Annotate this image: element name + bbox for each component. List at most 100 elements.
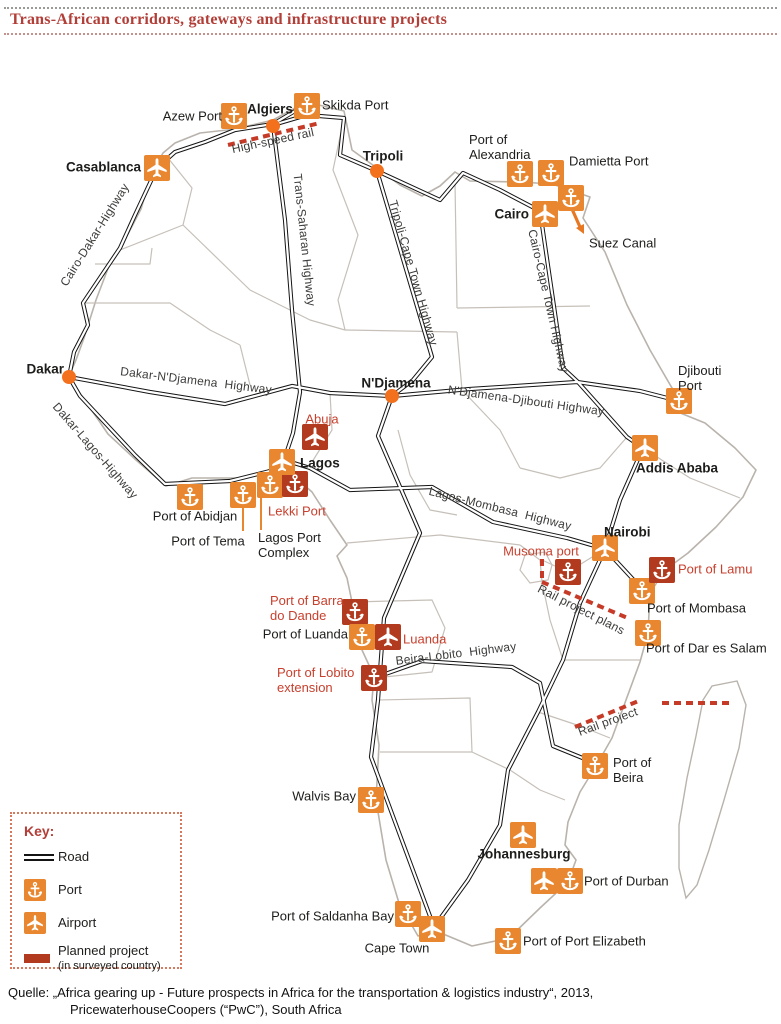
walvis-bay-label: Walvis Bay	[292, 788, 356, 804]
country-border	[397, 429, 458, 516]
airport-icon	[24, 912, 58, 934]
cairo-label: Cairo	[494, 206, 529, 222]
trans-saharan-road-inner	[271, 124, 302, 461]
abuja-airport-airport-icon	[302, 424, 328, 450]
durban-airport-airport-icon	[531, 868, 557, 894]
port-of-durban-label: Port of Durban	[584, 873, 669, 889]
luanda-airport-airport-icon	[375, 624, 401, 650]
johannesburg-airport-airport-icon	[510, 822, 536, 848]
suez-canal-arrow	[570, 208, 582, 228]
azew-port-port-icon	[221, 103, 247, 129]
country-border	[311, 392, 333, 463]
port-of-saldanha-bay-port-icon	[395, 901, 421, 927]
key-row-planned: Planned project (in surveyed country)	[24, 944, 180, 973]
skikda-port-port-icon	[294, 93, 320, 119]
port-of-beira-port-icon	[582, 753, 608, 779]
port-of-port-elizabeth-port-icon	[495, 928, 521, 954]
rail-project-plans-line	[541, 580, 631, 621]
port-of-mombasa-label: Port of Mombasa	[647, 600, 746, 616]
lagos-airport-airport-icon	[269, 449, 295, 475]
port-of-dar-es-salam-port-icon	[635, 620, 661, 646]
johannesburg-label: Johannesburg	[477, 846, 571, 862]
cairo-addis-nairobi-road-inner	[538, 210, 645, 550]
suez-port-port-icon	[558, 185, 584, 211]
key-planned-subtext: (in surveyed country)	[58, 960, 161, 972]
madagascar-coastline	[678, 680, 747, 900]
lagos-port-complex-port-icon	[257, 472, 283, 498]
djibouti-port-port-icon	[666, 388, 692, 414]
country-border	[456, 331, 521, 469]
suez-canal-arrowhead	[576, 224, 584, 234]
ndjamena-label: N'Djamena	[361, 375, 431, 391]
page-title: Trans-African corridors, gateways and in…	[10, 11, 448, 28]
map-key: Key: Road Port Airport Planned project (…	[10, 812, 182, 972]
port-icon	[24, 879, 58, 901]
lagos-mombasa-road-inner	[283, 458, 606, 551]
key-row-road: Road	[24, 845, 180, 869]
country-border	[182, 224, 346, 331]
country-border	[377, 697, 473, 753]
lekki-port-port-icon	[282, 471, 308, 497]
musoma-port-label: Musoma port	[503, 543, 579, 559]
port-of-luanda-port-icon	[349, 624, 375, 650]
ndjamena-city-dot	[385, 389, 399, 403]
port-of-alexandria-port-icon	[507, 161, 533, 187]
abuja-label: Abuja	[305, 411, 339, 427]
port-of-lobito-port-icon	[361, 665, 387, 691]
country-border	[83, 302, 241, 346]
port-of-luanda-label: Port of Luanda	[262, 626, 348, 642]
key-title: Key:	[24, 823, 55, 839]
addis-ababa-airport-airport-icon	[632, 435, 658, 461]
country-border	[454, 181, 458, 309]
casablanca-label: Casablanca	[65, 159, 141, 175]
dakar-city-dot	[62, 370, 76, 384]
port-of-alexandria-label: Port of Alexandria	[469, 132, 531, 162]
algiers-city-dot	[266, 119, 280, 133]
nairobi-airport-airport-icon	[592, 535, 618, 561]
musoma-port-port-icon	[555, 559, 581, 585]
port-of-barra-do-dande-label: Port of Barra do Dande	[270, 593, 344, 623]
azew-port-label: Azew Port	[162, 108, 222, 124]
nairobi-label: Nairobi	[604, 524, 651, 540]
port-of-beira-label: Port of Beira	[613, 755, 652, 785]
country-border	[95, 247, 153, 265]
country-border	[346, 534, 521, 546]
durban-port-port-icon	[557, 868, 583, 894]
port-of-dar-es-salam-label: Port of Dar es Salam	[646, 640, 767, 656]
port-of-lamu-port-icon	[649, 557, 675, 583]
key-row-airport: Airport	[24, 911, 180, 935]
casablanca-airport-airport-icon	[144, 155, 170, 181]
key-road-label: Road	[58, 849, 90, 864]
port-of-lamu-label: Port of Lamu	[678, 561, 753, 577]
high-speed-rail-line	[227, 121, 321, 147]
key-row-port: Port	[24, 878, 180, 902]
title-dotted-rule	[4, 33, 777, 35]
suez-canal-label: Suez Canal	[589, 235, 657, 251]
source-citation: Quelle: „Africa gearing up - Future pros…	[8, 984, 593, 1018]
planned-project-symbol	[24, 954, 58, 963]
cairo-airport-airport-icon	[532, 201, 558, 227]
dakar-label: Dakar	[26, 361, 64, 377]
country-border	[642, 447, 741, 499]
tripoli-ndjamena-road-inner	[375, 170, 434, 397]
port-of-lobito-extension-label: Port of Lobito extension	[277, 665, 355, 695]
key-port-label: Port	[58, 882, 82, 897]
country-border	[344, 329, 458, 333]
tripoli-city-dot	[370, 164, 384, 178]
country-border	[119, 157, 193, 251]
djibouti-port-label: Djibouti Port	[678, 363, 722, 393]
damietta-port-label: Damietta Port	[569, 153, 649, 169]
source-line-1: Quelle: „Africa gearing up - Future pros…	[8, 985, 594, 1000]
ndjamena-djibouti-road-inner	[391, 380, 680, 403]
road-symbol	[24, 853, 58, 861]
top-dotted-rule	[4, 7, 777, 9]
country-border	[456, 305, 591, 309]
casablanca-dakar-road-inner	[67, 167, 158, 378]
nairobi-joburg-capetown-road-inner	[433, 548, 606, 928]
port-of-barra-do-dande-port-icon	[342, 599, 368, 625]
lagos-port-complex-label: Lagos Port Complex	[258, 530, 321, 560]
key-planned-label: Planned project (in surveyed country)	[58, 944, 161, 973]
addis-ababa-label: Addis Ababa	[636, 460, 719, 476]
